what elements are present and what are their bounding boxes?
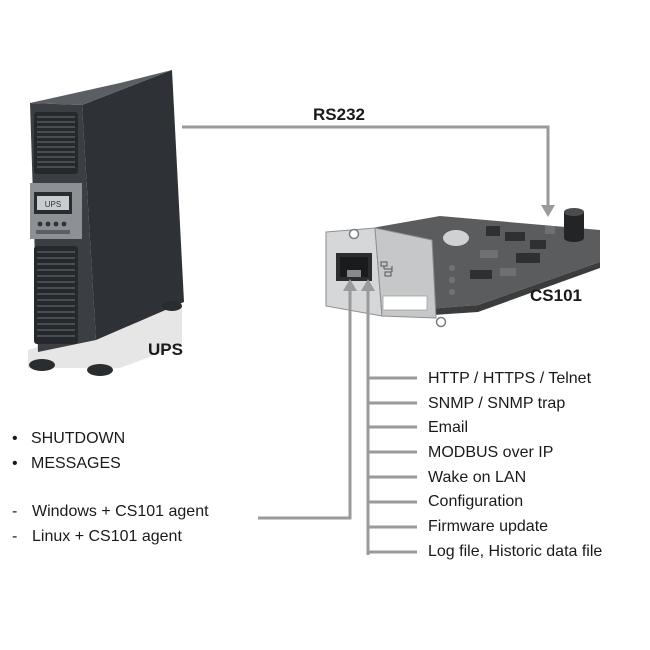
card-bracket <box>374 227 437 319</box>
rs232-label: RS232 <box>313 105 365 124</box>
ups-tower: UPS <box>28 70 184 376</box>
feature-branch-lines <box>368 376 417 554</box>
feature-item: SNMP / SNMP trap <box>428 394 566 412</box>
list-item: Linux + CS101 agent <box>8 525 209 550</box>
ups-panel-buttons <box>36 221 70 234</box>
ups-top-panel <box>30 70 172 105</box>
feature-item: Configuration <box>428 493 524 511</box>
feature-item: Wake on LAN <box>428 468 527 486</box>
ups-upper-vent-slots <box>37 116 75 168</box>
ups-lcd-text: UPS <box>45 200 61 209</box>
feature-item: Log file, Historic data file <box>428 542 603 560</box>
network-icon <box>380 261 393 277</box>
feature-item: Email <box>428 419 469 437</box>
ups-lower-vent-slots <box>37 251 75 337</box>
card-label-sticker <box>382 295 428 311</box>
agent-link-line <box>258 290 352 520</box>
agent-list: Windows + CS101 agent Linux + CS101 agen… <box>8 500 209 549</box>
rs232-cable-line <box>182 125 550 206</box>
arrow-heads <box>343 205 555 291</box>
ups-lcd-glass <box>37 196 69 210</box>
ups-shadow <box>28 305 182 368</box>
card-components <box>443 226 555 279</box>
list-item: Windows + CS101 agent <box>8 500 209 525</box>
card-screw-hole-bottom <box>435 316 447 328</box>
ethernet-port <box>336 253 372 281</box>
list-item: MESSAGES <box>8 452 125 477</box>
network-arrow-icon <box>361 279 375 291</box>
connection-lines <box>182 125 550 555</box>
ups-actions-list: SHUTDOWN MESSAGES <box>8 427 125 476</box>
list-item: SHUTDOWN <box>8 427 125 452</box>
ups-feet <box>29 301 182 376</box>
agent-arrow-icon <box>343 279 357 291</box>
ups-side-panel <box>82 70 184 340</box>
cs101-card <box>325 208 600 328</box>
status-leds <box>448 264 456 296</box>
feature-item: HTTP / HTTPS / Telnet <box>428 370 592 387</box>
network-features-list: HTTP / HTTPS / Telnet SNMP / SNMP trap E… <box>428 367 602 565</box>
rs232-arrow-icon <box>541 205 555 217</box>
feature-item: Firmware update <box>428 518 549 536</box>
feature-item: MODBUS over IP <box>428 444 554 462</box>
card-screw-hole-top <box>348 228 360 240</box>
ups-label: UPS <box>148 340 183 359</box>
cs101-label: CS101 <box>530 286 582 305</box>
card-capacitor <box>564 208 584 242</box>
